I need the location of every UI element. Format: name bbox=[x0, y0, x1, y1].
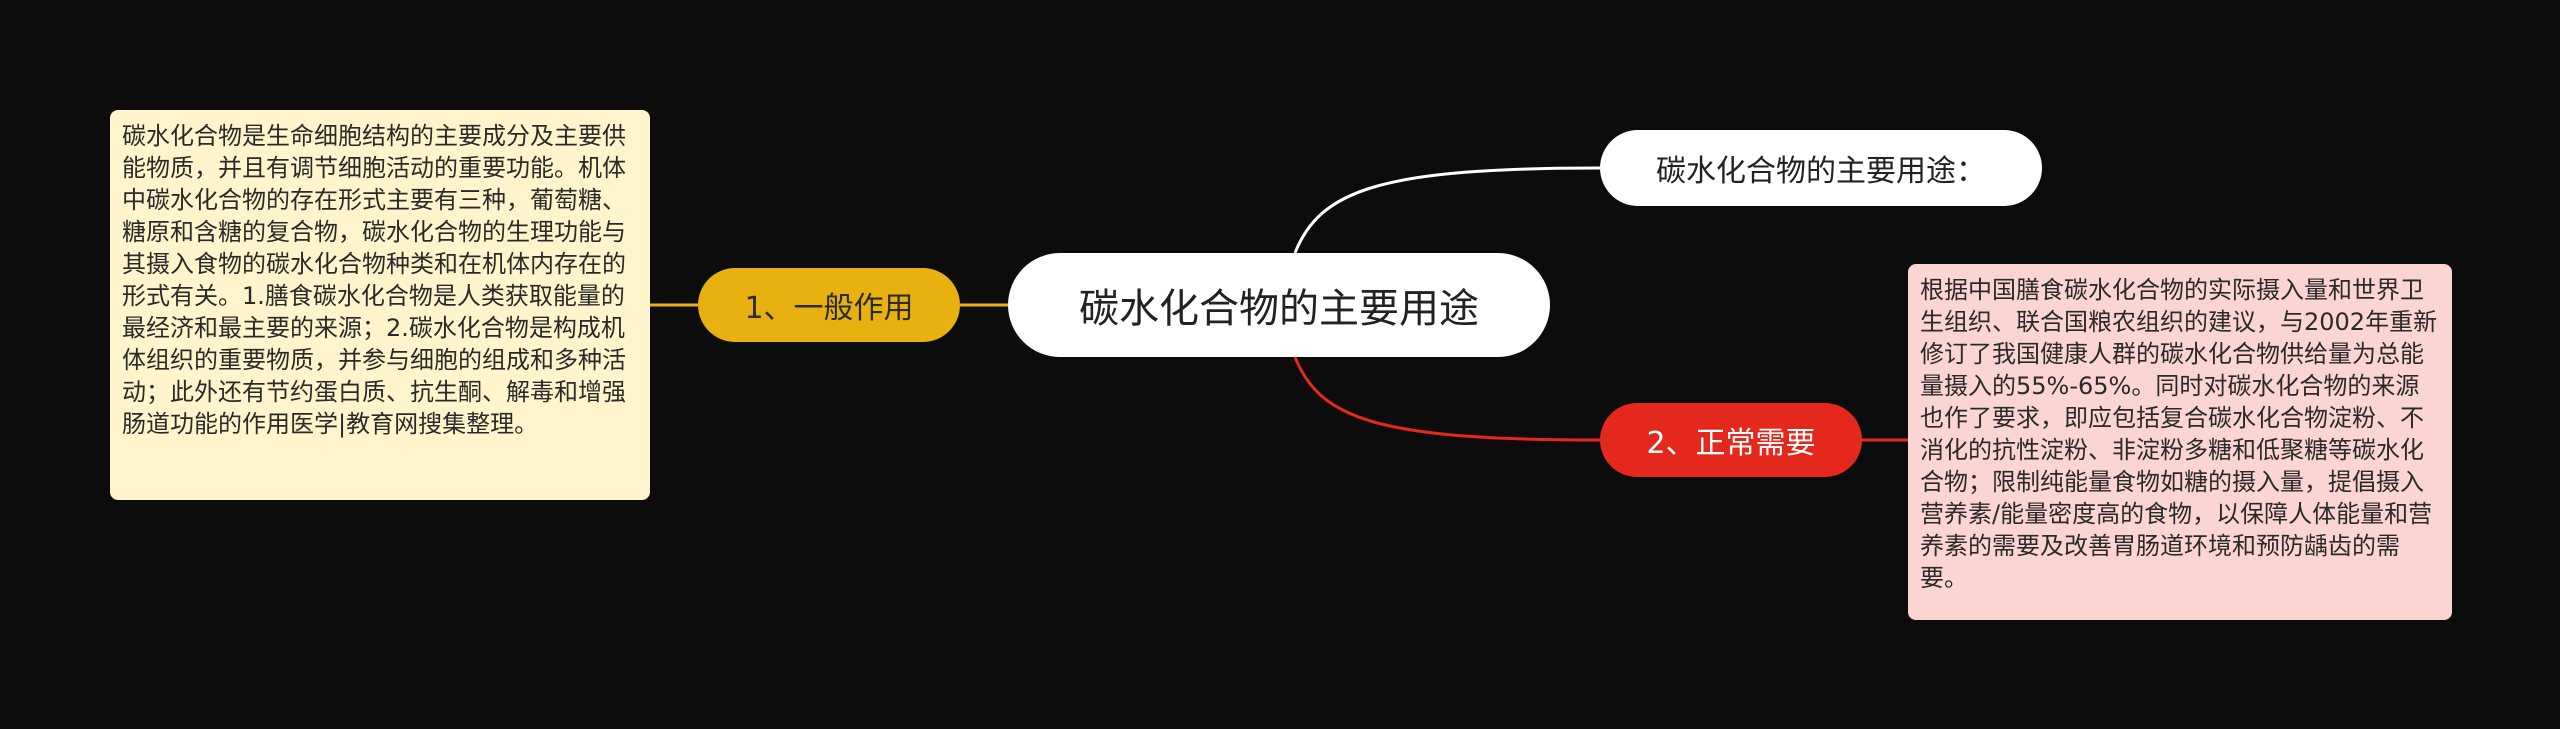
normal-needs-note: 根据中国膳食碳水化合物的实际摄入量和世界卫生组织、联合国粮农组织的建议，与200… bbox=[1908, 264, 2452, 620]
connector-central-uses bbox=[1293, 166, 1601, 254]
branch-main-uses[interactable]: 碳水化合物的主要用途： bbox=[1600, 130, 2042, 206]
connector-central-needs bbox=[1293, 356, 1601, 442]
general-function-note: 碳水化合物是生命细胞结构的主要成分及主要供能物质，并且有调节细胞活动的重要功能。… bbox=[110, 110, 650, 500]
central-topic[interactable]: 碳水化合物的主要用途 bbox=[1008, 253, 1550, 357]
branch-general-function[interactable]: 1、一般作用 bbox=[698, 268, 960, 342]
branch-normal-needs[interactable]: 2、正常需要 bbox=[1600, 403, 1862, 477]
